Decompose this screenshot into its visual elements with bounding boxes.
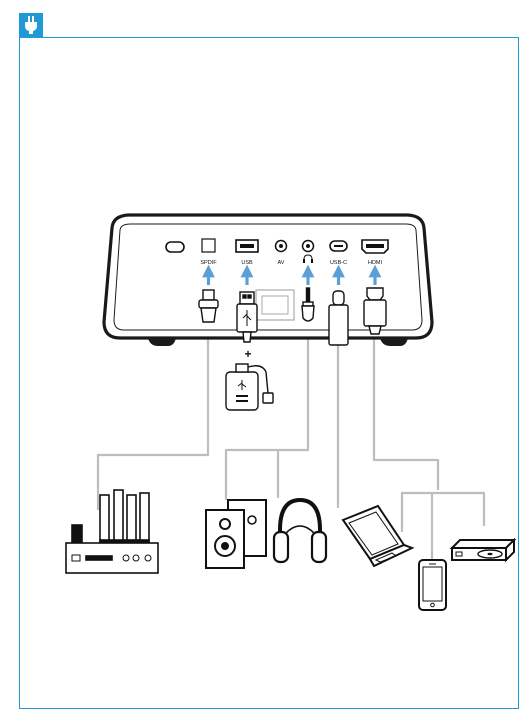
insertion-arrows (202, 264, 382, 285)
port-label-av: AV (278, 260, 285, 266)
av-receiver-icon (65, 489, 159, 574)
hdmi-split-line (400, 491, 486, 532)
port-label-usbc: USB-C (330, 260, 347, 266)
port-label-usb: USB (241, 260, 253, 266)
headphone-line (224, 325, 310, 500)
port-spdif: SPDIF (200, 238, 217, 266)
projector (102, 213, 434, 346)
plus-sign: + (244, 347, 251, 361)
port-label-spdif: SPDIF (200, 260, 217, 266)
port-label-hdmi: HDMI (368, 260, 383, 266)
headphones-icon (272, 497, 328, 564)
hdmi-line (372, 330, 440, 490)
usb-plug (236, 291, 258, 343)
laptop-icon (341, 504, 415, 568)
usb-symbol-icon (242, 310, 252, 326)
plug-icon (25, 16, 37, 34)
hdmi-plug (363, 287, 387, 335)
port-av: AV (274, 239, 288, 266)
port-power (165, 241, 185, 253)
headphone-symbol-icon (303, 254, 313, 262)
usb-power-adapter-icon (225, 363, 274, 411)
port-headphone (301, 239, 315, 263)
dvd-player-icon (449, 537, 517, 563)
port-usb: USB (235, 239, 259, 266)
audio-jack-plug (301, 287, 315, 322)
spdif-plug (198, 289, 219, 323)
port-usbc: USB-C (329, 240, 348, 266)
smartphone-icon (418, 559, 447, 611)
usbc-plug (328, 290, 349, 346)
connection-lines (96, 320, 486, 560)
power-plug-badge (19, 13, 43, 37)
speakers-icon (205, 499, 267, 569)
port-hdmi: HDMI (361, 239, 389, 266)
diagram-frame (19, 37, 519, 709)
spdif-line (96, 320, 210, 510)
